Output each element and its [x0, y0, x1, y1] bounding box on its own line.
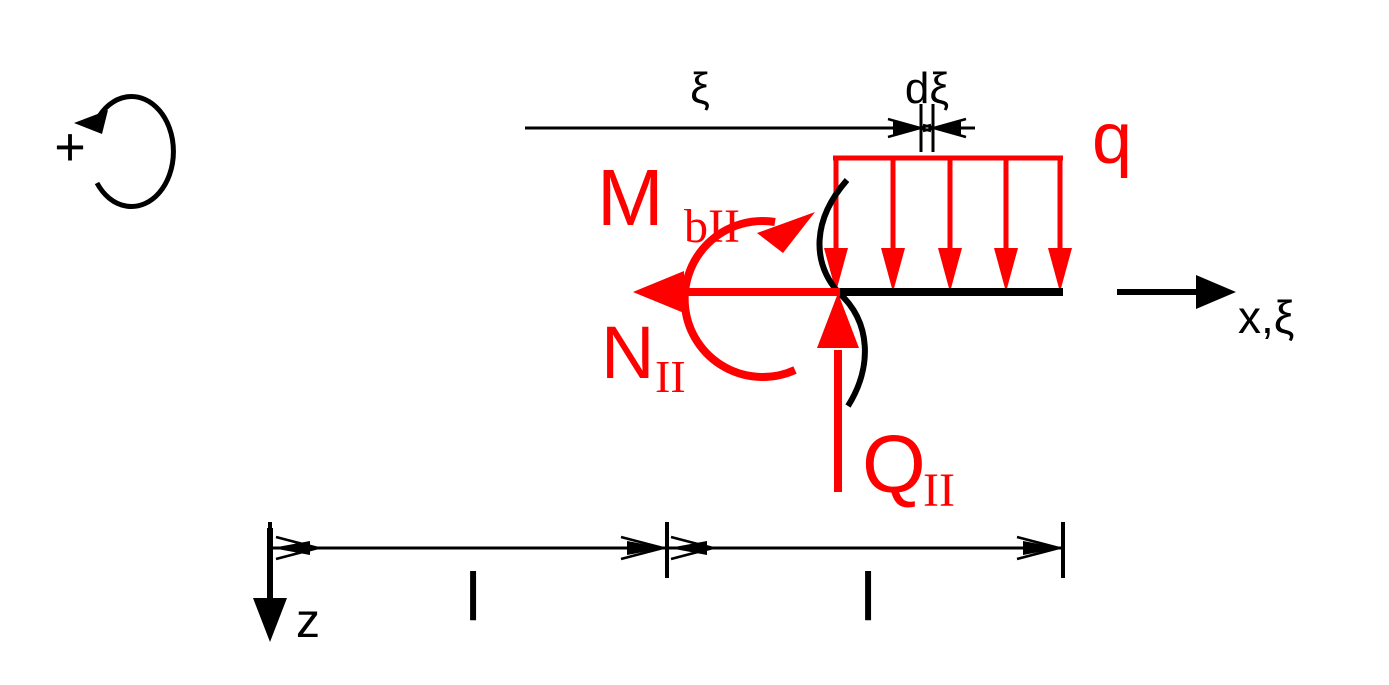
- span-flag-left-lower: [275, 546, 319, 561]
- span-flag-mid-right-upper: [670, 535, 714, 550]
- plus-sign-label: +: [54, 117, 86, 177]
- span-flag-left-upper: [275, 535, 319, 550]
- span-arrowhead-middle-from-left-icon: [627, 541, 665, 555]
- axis-z-label: z: [296, 595, 320, 648]
- span-flag-right-upper: [1016, 535, 1060, 550]
- load-arrow-3: [938, 158, 962, 292]
- shear-force-arrowhead-icon: [817, 293, 859, 348]
- shear-force-arrow: [817, 293, 859, 492]
- axis-z-arrowhead-icon: [253, 598, 287, 642]
- bending-moment-label-group: M bII: [597, 153, 740, 253]
- xi-arrowhead-icon: [893, 121, 918, 135]
- load-arrow-1: [824, 158, 848, 292]
- axis-x-group: x,ξ: [1117, 275, 1294, 343]
- dxi-arrowhead-right-icon: [936, 121, 961, 135]
- dxi-flag-left-upper: [887, 117, 932, 133]
- q-load-label: q: [1092, 99, 1132, 179]
- normal-force-arrow: [633, 271, 840, 313]
- span-arrowhead-right-icon: [1023, 541, 1061, 555]
- dxi-dimension-group: dξ: [887, 64, 975, 152]
- sign-convention-symbol: +: [54, 94, 176, 209]
- bending-moment-subscript: bII: [684, 200, 740, 253]
- shear-force-label: Q: [862, 419, 926, 510]
- bending-moment-arrowhead-icon: [757, 212, 815, 253]
- span-length-right-label: l: [860, 559, 875, 635]
- moment-arc-arrowhead-icon: [74, 110, 108, 134]
- span-flag-mid-left-lower: [620, 546, 664, 561]
- xi-dimension-group: ξ: [525, 64, 918, 135]
- span-flag-mid-right-lower: [670, 546, 714, 561]
- normal-force-label: N: [601, 311, 654, 394]
- span-flag-right-lower: [1016, 546, 1060, 561]
- bending-moment-arrow: [680, 212, 815, 381]
- load-arrow-2: [881, 158, 905, 292]
- bending-moment-arc: [680, 217, 797, 381]
- span-arrowhead-middle-from-right-icon: [669, 541, 707, 555]
- normal-force-label-group: N II: [601, 311, 686, 402]
- dxi-flag-right-upper: [922, 117, 967, 133]
- axis-x-label: x,ξ: [1238, 291, 1294, 343]
- span-flag-mid-left-upper: [620, 535, 664, 550]
- xi-label: ξ: [690, 64, 710, 113]
- load-arrow-5: [1048, 158, 1072, 292]
- bending-moment-label: M: [597, 153, 664, 242]
- load-arrow-4: [994, 158, 1018, 292]
- distributed-load-group: q: [824, 99, 1132, 292]
- normal-force-subscript: II: [655, 351, 686, 402]
- axis-x-arrowhead-icon: [1196, 275, 1236, 309]
- dxi-flag-left-lower: [887, 123, 932, 139]
- dxi-flag-right-lower: [922, 123, 967, 139]
- span-length-left-label: l: [465, 559, 480, 635]
- moment-arc-icon: [94, 94, 176, 209]
- normal-force-arrowhead-icon: [633, 271, 684, 313]
- span-dimension-group: l l: [268, 522, 1065, 635]
- shear-force-subscript: II: [923, 464, 955, 517]
- shear-force-label-group: Q II: [862, 419, 955, 517]
- span-arrowhead-left-icon: [272, 541, 310, 555]
- dxi-label: dξ: [905, 64, 949, 113]
